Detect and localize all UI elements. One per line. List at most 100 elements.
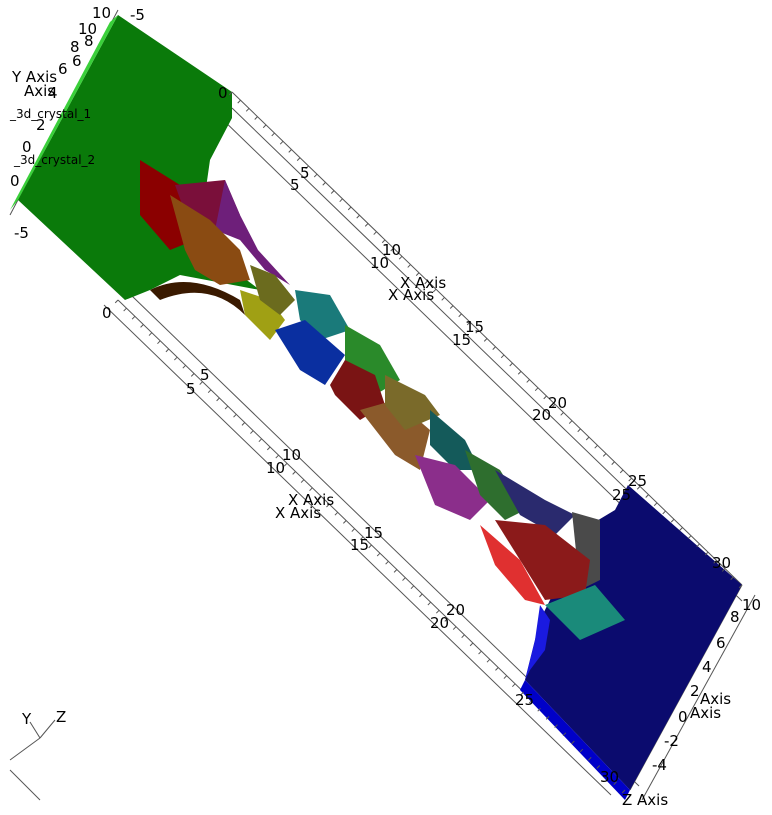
axis-tick [300, 479, 305, 483]
grain [495, 520, 590, 600]
axis-tick [545, 716, 550, 720]
x-tick: 15 [452, 331, 471, 349]
orientation-triad: Y Z [9, 708, 66, 801]
x-tick: 25 [515, 691, 534, 709]
axis-tick [313, 173, 318, 178]
axis-tick [486, 658, 491, 663]
x-tick: 20 [532, 406, 551, 424]
axis-tick [517, 371, 522, 375]
axis-tick [441, 297, 445, 301]
axis-tick [594, 444, 598, 449]
axis-tick [174, 356, 178, 361]
axis-tick [415, 272, 420, 276]
axis-tick [356, 214, 360, 219]
grip-bottom-curve [525, 605, 550, 680]
axis-tick [424, 280, 428, 285]
axis-tick [579, 748, 584, 753]
axis-tick [713, 560, 717, 564]
axis-tick [526, 379, 530, 383]
axis-tick [305, 165, 309, 170]
x-axis-title: X Axis [400, 274, 446, 292]
axis-tick [560, 412, 564, 416]
axis-tick [475, 329, 479, 334]
axis-tick [233, 413, 237, 418]
x-axis-title: X Axis [288, 491, 334, 509]
x-tick: 20 [548, 394, 567, 412]
axis-tick [704, 551, 709, 556]
y-tick: -2 [664, 732, 679, 750]
axis-tick [696, 543, 700, 548]
x-tick: 0 [102, 304, 112, 322]
axis-tick [509, 362, 513, 367]
axis-tick [148, 332, 153, 336]
y-tick: 6 [72, 52, 82, 70]
axis-tick [738, 584, 743, 589]
x-axis-title: X Axis [275, 504, 321, 522]
y-tick: 10 [78, 20, 97, 38]
axis-tick [343, 520, 347, 524]
grain [330, 360, 385, 420]
axis-tick [628, 477, 632, 482]
y-tick: -5 [130, 6, 145, 24]
y-axis-title: Axis [24, 82, 55, 100]
axis-tick [271, 132, 275, 137]
specimen-body[interactable] [10, 15, 742, 800]
triad-y-label: Y [21, 710, 32, 728]
grip-top-side [10, 15, 118, 210]
axis-tick [279, 140, 284, 145]
axis-tick [123, 307, 127, 312]
x-tick: 15 [350, 536, 369, 554]
axis-tick [393, 569, 398, 573]
axis-tick [237, 99, 241, 104]
y-axis-title: Axis [690, 704, 721, 722]
x-tick: 20 [430, 614, 449, 632]
axis-tick [373, 231, 377, 235]
y-tick: 4 [702, 658, 712, 676]
axis-tick [262, 124, 267, 129]
axis-tick [687, 535, 692, 539]
x-tick: 20 [446, 601, 465, 619]
axis-tick [398, 255, 403, 260]
axis-tick [562, 732, 567, 737]
axis-tick [679, 527, 683, 531]
axis-labels: 0 5 5 10 10 15 15 20 20 25 25 30 X Axis … [9, 4, 761, 809]
axis-tick [199, 381, 203, 385]
axis-tick [596, 765, 601, 769]
y-tick: 10 [92, 4, 111, 22]
axis-tick [551, 403, 556, 408]
axis-tick [326, 503, 330, 508]
y-tick: 8 [730, 608, 740, 626]
y-tick: 6 [716, 634, 726, 652]
axis-tick [368, 544, 372, 549]
x-tick: 30 [712, 554, 731, 572]
axis-tick [604, 773, 609, 777]
axis-tick [461, 634, 465, 639]
axis-tick [554, 724, 558, 728]
axis-tick [512, 683, 516, 688]
axis-tick [245, 108, 250, 112]
x-tick: 10 [370, 254, 389, 272]
axis-tick [568, 420, 573, 424]
axis-tick [419, 593, 423, 598]
axis-tick [410, 585, 415, 590]
y-tick: 4 [48, 84, 58, 102]
axis-tick [619, 469, 624, 474]
axis-tick [334, 511, 339, 516]
axis-tick [266, 446, 271, 451]
axis-tick [645, 494, 649, 498]
axis-tick [317, 495, 322, 500]
axis-tick [483, 338, 488, 342]
y-tick: 8 [70, 38, 80, 56]
x-tick: 5 [186, 380, 196, 398]
grain [170, 195, 250, 285]
y-tick: 30 [600, 768, 619, 786]
axis-tick [537, 707, 541, 712]
axis-tick [275, 454, 279, 459]
body-label: _3d_crystal_1 [9, 107, 91, 121]
axis-tick [322, 182, 326, 186]
axis-tick [611, 461, 615, 465]
axis-tick [602, 453, 607, 457]
axis-tick [292, 471, 296, 475]
